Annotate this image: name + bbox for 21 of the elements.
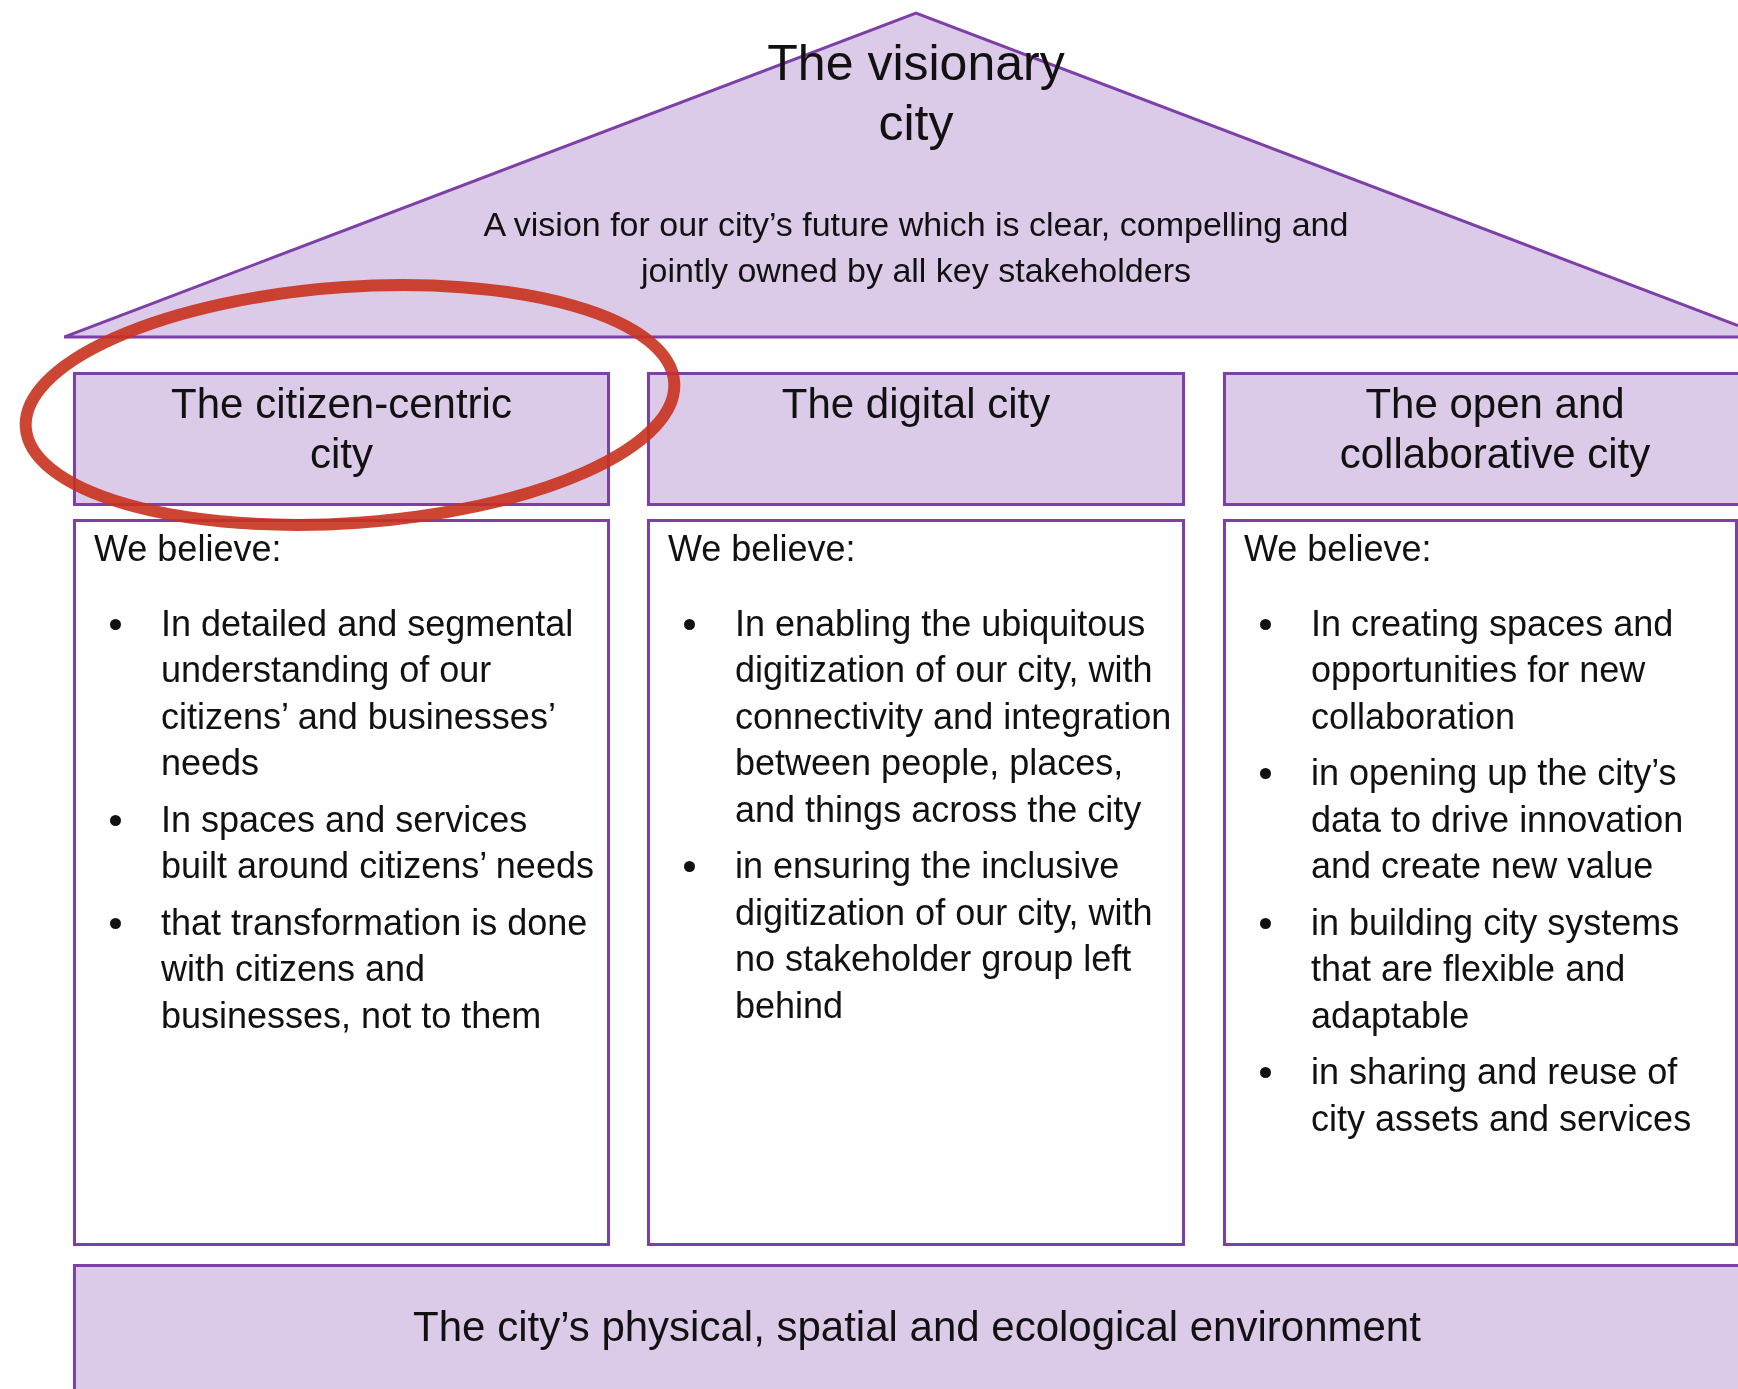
intro-text: We believe: <box>94 527 283 571</box>
pillar-body <box>1223 519 1738 1246</box>
roof-shape <box>64 11 1738 339</box>
pillar-body <box>647 519 1185 1246</box>
intro-text: We believe: <box>1244 527 1433 571</box>
bullet-text: in sharing and reuse of city assets and services <box>1311 1050 1693 1141</box>
pillar-header <box>73 372 610 506</box>
pillar-body <box>73 519 610 1246</box>
pillar-header <box>647 372 1185 506</box>
roof-description: A vision for our city’s future which is clear, compelling and jointly owned by all key stakeholders <box>482 204 1350 291</box>
bullet-text: that transformation is done with citizens and businesses, not to them <box>161 900 589 1038</box>
foundation-band <box>73 1264 1738 1389</box>
bullet-text: In detailed and segmental understanding of our citizens’ and businesses’ needs <box>161 601 575 785</box>
pillar-title: The citizen-centric city <box>170 379 513 480</box>
pillar-title: The open and collaborative city <box>1338 379 1652 480</box>
pillar-title: The digital city <box>781 379 1051 429</box>
pillar-header <box>1223 372 1738 506</box>
foundation-text: The city’s physical, spatial and ecological environment <box>413 1303 1421 1351</box>
intro-text: We believe: <box>668 527 857 571</box>
bullet-text: in ensuring the inclusive digitization of our city, with no stakeholder group left behind <box>735 844 1154 1028</box>
roof-title: The visionary city <box>766 34 1066 153</box>
